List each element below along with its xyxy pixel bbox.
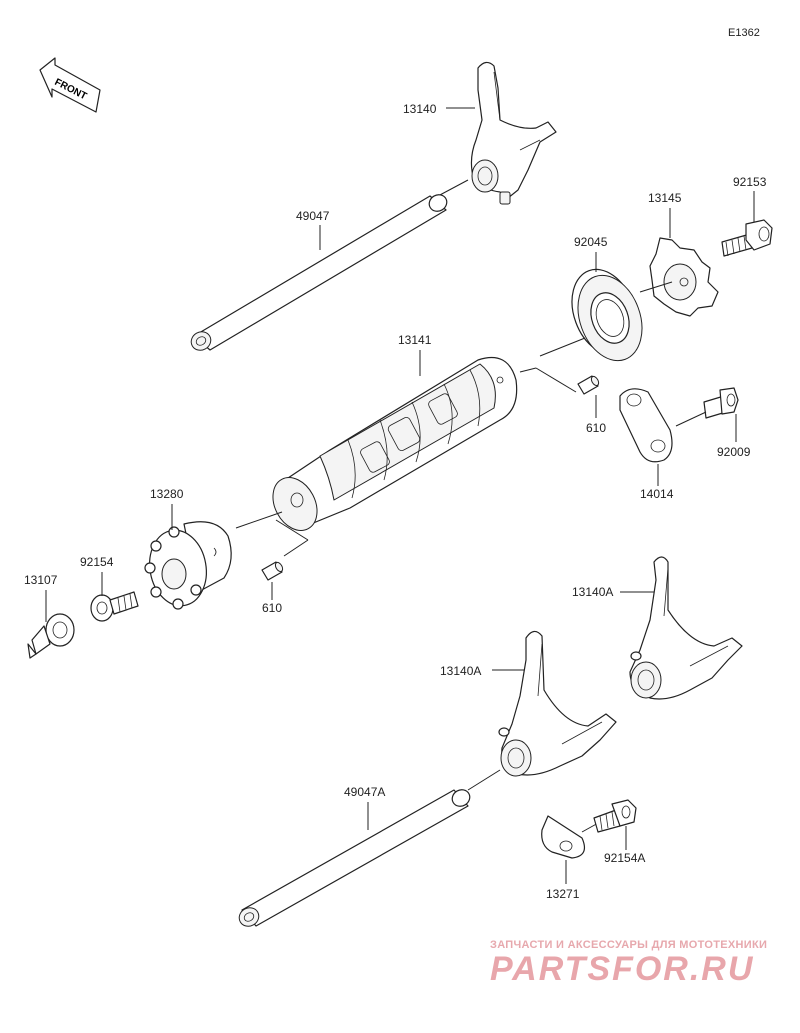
screw-92009[interactable]	[703, 387, 739, 419]
label-13107[interactable]: 13107	[24, 573, 58, 587]
label-14014[interactable]: 14014	[640, 487, 674, 501]
label-92045[interactable]: 92045	[574, 235, 608, 249]
plate-14014[interactable]	[619, 388, 673, 463]
diagram-code: E1362	[728, 27, 760, 39]
shift-drum-13141[interactable]	[264, 356, 518, 539]
label-13271[interactable]: 13271	[546, 887, 580, 901]
label-13140A-left[interactable]: 13140A	[440, 664, 481, 678]
shift-rod-49047A[interactable]	[236, 787, 473, 930]
label-610-lower[interactable]: 610	[262, 601, 282, 615]
plate-13271[interactable]	[541, 815, 585, 859]
label-13145[interactable]: 13145	[648, 191, 682, 205]
label-92153[interactable]: 92153	[733, 175, 767, 189]
shift-rod-49047[interactable]	[188, 192, 450, 354]
label-92009[interactable]: 92009	[717, 445, 751, 459]
screw-92154A[interactable]	[593, 799, 637, 833]
label-610-upper[interactable]: 610	[586, 421, 606, 435]
shift-fork-13140A-left[interactable]	[498, 630, 617, 777]
label-13141[interactable]: 13141	[398, 333, 432, 347]
pin-610-lower[interactable]	[261, 561, 284, 581]
watermark-logo: PARTSFOR.RU	[490, 950, 755, 988]
stopper-13145[interactable]	[649, 237, 719, 317]
label-13140A-right[interactable]: 13140A	[572, 585, 613, 599]
cam-13280[interactable]	[144, 521, 232, 611]
label-49047A[interactable]: 49047A	[344, 785, 385, 799]
label-49047[interactable]: 49047	[296, 209, 330, 223]
label-13280[interactable]: 13280	[150, 487, 184, 501]
pin-610-upper[interactable]	[577, 375, 600, 395]
pin-13107[interactable]	[27, 613, 75, 659]
bolt-92153[interactable]	[721, 219, 773, 257]
label-13140[interactable]: 13140	[403, 102, 437, 116]
bolt-92154[interactable]	[90, 591, 139, 622]
shift-fork-13140A-right[interactable]	[629, 556, 743, 700]
label-92154[interactable]: 92154	[80, 555, 114, 569]
watermark-tagline: ЗАПЧАСТИ И АКСЕССУАРЫ ДЛЯ МОТОТЕХНИКИ	[490, 939, 768, 951]
front-arrow-icon: FRONT	[39, 57, 101, 113]
shift-fork-13140[interactable]	[470, 61, 557, 205]
bearing-92045[interactable]	[561, 260, 653, 369]
label-92154A[interactable]: 92154A	[604, 851, 645, 865]
